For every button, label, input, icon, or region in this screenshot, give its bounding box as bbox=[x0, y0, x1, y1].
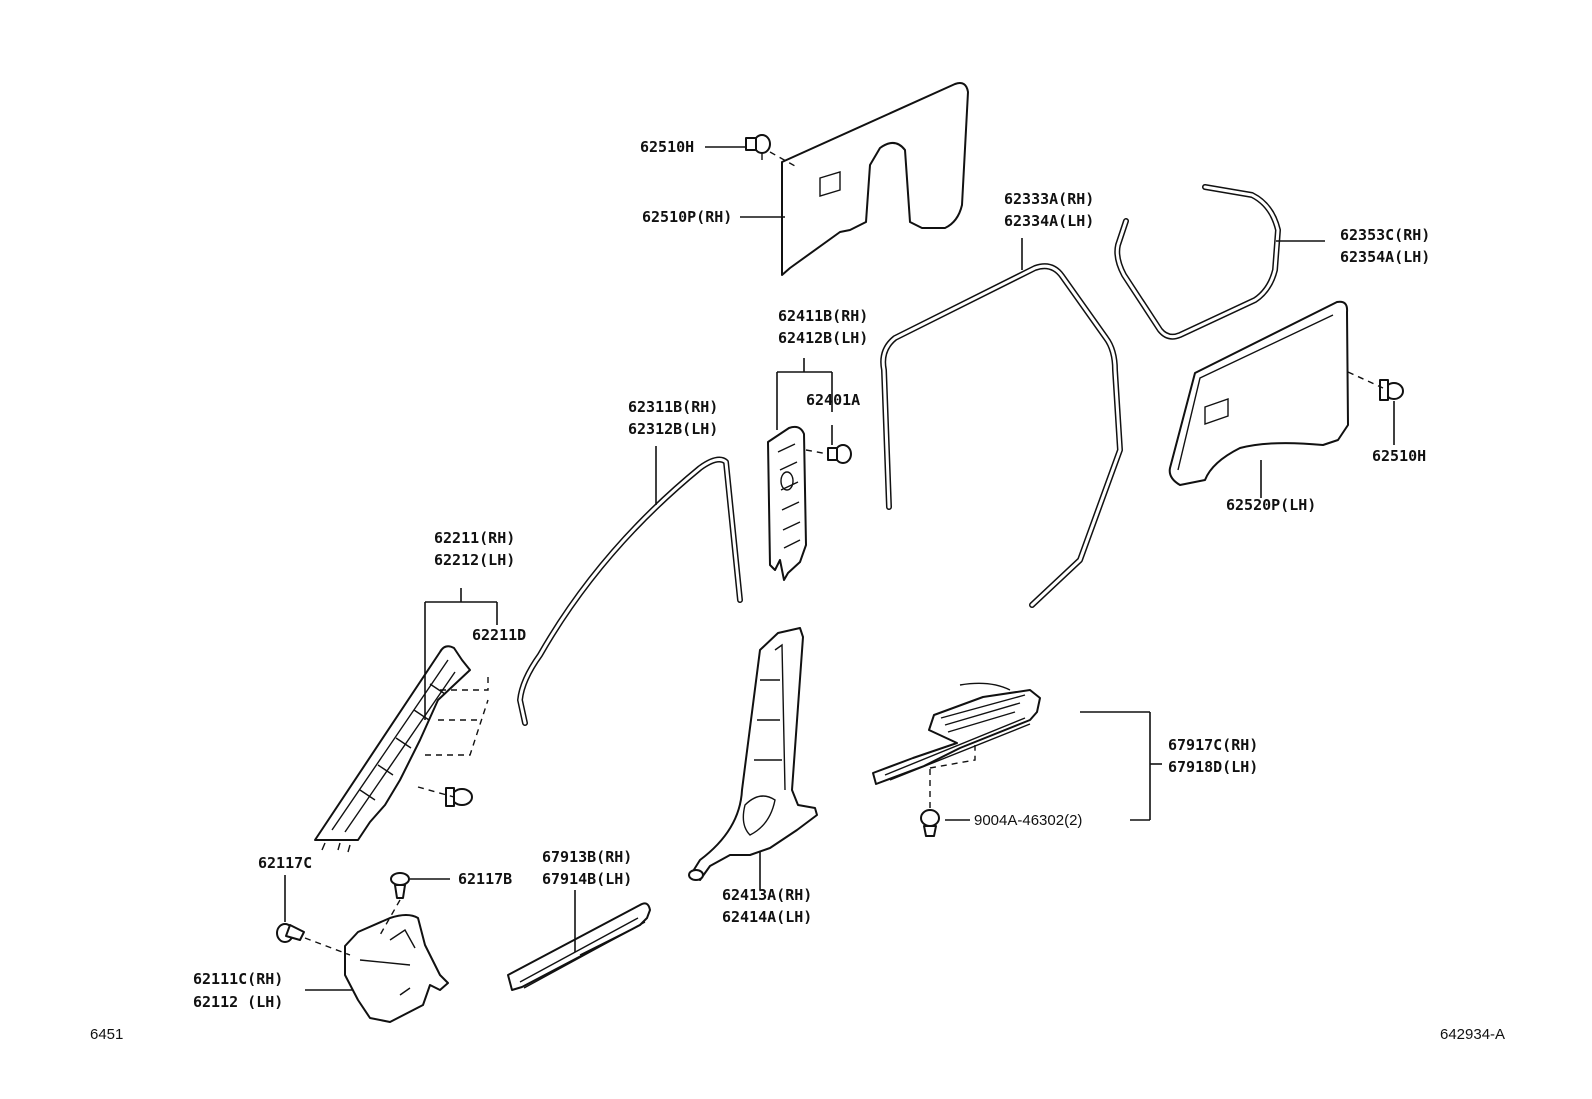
clip-62510h-right bbox=[1379, 379, 1404, 401]
label-62211-rh: 62211(RH) bbox=[434, 529, 515, 547]
front-scuff-plate bbox=[507, 902, 651, 991]
label-62354a-lh: 62354A(LH) bbox=[1340, 248, 1430, 266]
label-67917c-rh: 67917C(RH) bbox=[1168, 736, 1258, 754]
label-62412b-lh: 62412B(LH) bbox=[778, 329, 868, 347]
label-62414a-lh: 62414A(LH) bbox=[722, 908, 812, 926]
label-67913b-rh: 67913B(RH) bbox=[542, 848, 632, 866]
label-62520p-lh: 62520P(LH) bbox=[1226, 496, 1316, 514]
label-62401a: 62401A bbox=[806, 391, 860, 409]
label-62312b-lh: 62312B(LH) bbox=[628, 420, 718, 438]
quarter-window-weatherstrip bbox=[1114, 184, 1281, 340]
label-62111c-rh: 62111C(RH) bbox=[193, 970, 283, 988]
quarter-trim-panel-lh bbox=[1168, 300, 1349, 486]
front-pillar-weatherstrip bbox=[517, 456, 743, 726]
diagram-code: 642934-A bbox=[1440, 1026, 1505, 1043]
clip-62510h-top bbox=[745, 134, 771, 160]
label-62117c: 62117C bbox=[258, 854, 312, 872]
label-62334a-lh: 62334A(LH) bbox=[1004, 212, 1094, 230]
clip-62117b bbox=[390, 872, 410, 899]
center-pillar-lower-garnish bbox=[688, 627, 818, 881]
front-pillar-garnish bbox=[314, 645, 471, 853]
label-9004a-46302: 9004A-46302(2) bbox=[974, 812, 1082, 829]
label-62510h-top: 62510H bbox=[640, 138, 694, 156]
label-62510h-right: 62510H bbox=[1372, 447, 1426, 465]
label-67918d-lh: 67918D(LH) bbox=[1168, 758, 1258, 776]
label-62212-lh: 62212(LH) bbox=[434, 551, 515, 569]
label-62112-lh: 62112 (LH) bbox=[193, 993, 283, 1011]
door-opening-weatherstrip bbox=[880, 263, 1123, 608]
clip-62401a bbox=[827, 444, 852, 464]
label-62211d: 62211D bbox=[472, 626, 526, 644]
label-62353c-rh: 62353C(RH) bbox=[1340, 226, 1430, 244]
page-code: 6451 bbox=[90, 1026, 123, 1043]
label-62117b: 62117B bbox=[458, 870, 512, 888]
label-62411b-rh: 62411B(RH) bbox=[778, 307, 868, 325]
center-pillar-upper-garnish bbox=[767, 425, 807, 581]
quarter-trim-panel-rh bbox=[781, 82, 969, 276]
rear-scuff-plate bbox=[872, 682, 1041, 785]
label-62413a-rh: 62413A(RH) bbox=[722, 886, 812, 904]
clip-62117c bbox=[276, 923, 305, 943]
clip-9004a bbox=[920, 809, 940, 837]
label-67914b-lh: 67914B(LH) bbox=[542, 870, 632, 888]
clip-62211d bbox=[445, 787, 473, 807]
label-62333a-rh: 62333A(RH) bbox=[1004, 190, 1094, 208]
label-62510p-rh: 62510P(RH) bbox=[642, 208, 732, 226]
label-62311b-rh: 62311B(RH) bbox=[628, 398, 718, 416]
cowl-side-trim bbox=[344, 914, 449, 1023]
